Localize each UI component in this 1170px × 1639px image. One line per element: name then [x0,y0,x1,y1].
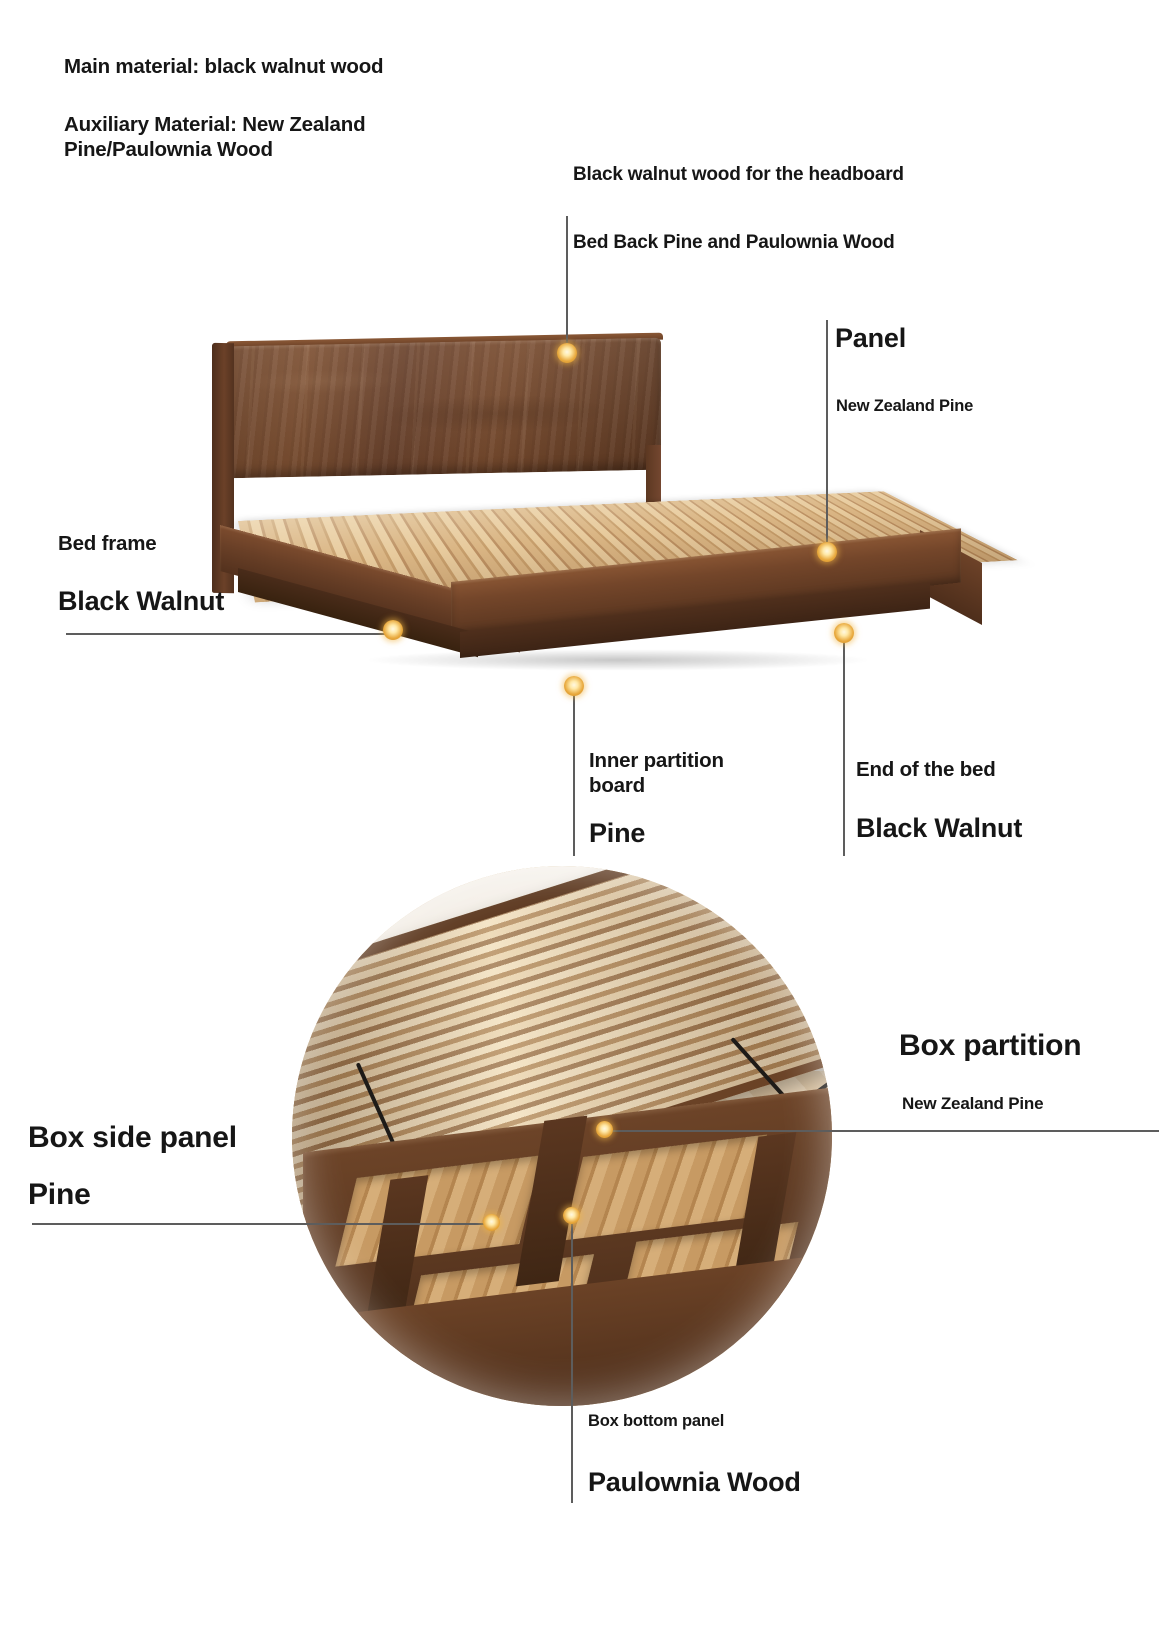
callout-headboard-title: Black walnut wood for the headboard [573,164,904,185]
marker-dot-box-partition[interactable] [596,1121,613,1138]
leader-line-box-bottom-panel [571,1216,573,1503]
auxiliary-material-text: Auxiliary Material: New Zealand Pine/Pau… [64,113,366,161]
marker-dot-headboard[interactable] [557,343,577,363]
marker-dot-bed-frame[interactable] [383,620,403,640]
leader-line-end-of-bed [843,634,845,856]
marker-dot-end-of-bed[interactable] [834,623,854,643]
bed-illustration [198,325,1018,710]
marker-dot-panel[interactable] [817,542,837,562]
callout-headboard-subtitle: Bed Back Pine and Paulownia Wood [573,232,895,253]
callout-box-partition-title: Box partition [899,1029,1082,1062]
leader-line-panel [826,320,828,552]
main-material-text: Main material: black walnut wood [64,55,384,78]
callout-box-bottom-panel-subtitle: Paulownia Wood [588,1467,801,1497]
marker-dot-box-side-panel[interactable] [483,1214,500,1231]
callout-bed-frame-title: Bed frame [58,532,157,555]
callout-box-partition-subtitle: New Zealand Pine [902,1094,1044,1113]
callout-end-of-bed-title: End of the bed [856,758,996,781]
leader-line-inner-partition [573,686,575,856]
callout-box-side-panel-title: Box side panel [28,1121,237,1154]
callout-inner-partition-subtitle: Pine [589,818,646,848]
callout-panel-title: Panel [835,323,907,353]
leader-line-bed-frame [66,633,393,635]
headboard-panel [226,337,661,479]
callout-end-of-bed-subtitle: Black Walnut [856,813,1023,843]
leader-line-headboard [566,216,568,356]
marker-dot-box-bottom-panel[interactable] [563,1207,580,1224]
leader-line-box-side-panel [32,1223,492,1225]
callout-inner-partition-title: Inner partition board [589,749,724,797]
leader-line-box-partition [604,1130,1159,1132]
callout-panel-subtitle: New Zealand Pine [836,397,974,415]
bed-floor-shadow [268,645,968,675]
marker-dot-inner-partition[interactable] [564,676,584,696]
callout-box-side-panel-subtitle: Pine [28,1178,91,1211]
storage-bed-photo [292,866,832,1406]
callout-bed-frame-subtitle: Black Walnut [58,586,225,616]
callout-box-bottom-panel-title: Box bottom panel [588,1412,725,1430]
wood-grain-texture [226,337,661,479]
